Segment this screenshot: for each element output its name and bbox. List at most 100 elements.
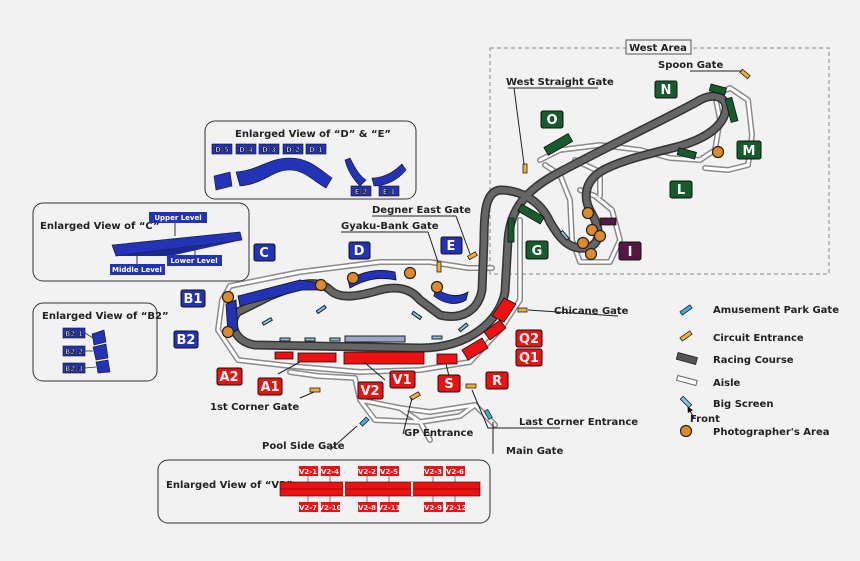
svg-text:V2: V2 <box>360 384 379 399</box>
inset-c-title: Enlarged View of “C” <box>40 221 160 232</box>
svg-text:V1: V1 <box>392 373 411 388</box>
inset-v2-title: Enlarged View of “V2” <box>166 480 293 491</box>
stand-q1-badge[interactable]: Q1 <box>515 348 543 367</box>
svg-text:V2-12: V2-12 <box>444 504 467 512</box>
svg-text:Front: Front <box>690 414 720 425</box>
stand-m-badge[interactable]: M <box>736 140 762 160</box>
svg-text:Amusement Park Gate: Amusement Park Gate <box>713 305 839 316</box>
svg-text:B2: B2 <box>177 333 196 348</box>
stand-i-block <box>599 217 617 226</box>
svg-text:E-2: E-2 <box>355 188 368 196</box>
svg-text:Aisle: Aisle <box>713 378 741 389</box>
legend-amusement-park-gate: Amusement Park Gate <box>679 304 839 316</box>
stand-v1-badge[interactable]: V1 <box>389 370 416 389</box>
svg-text:Lower Level: Lower Level <box>170 257 217 265</box>
leader-lines <box>277 70 742 454</box>
inset-v2: Enlarged View of “V2” V2-1 V2-4 V2-2 V2-… <box>157 459 491 524</box>
inset-b2-title: Enlarged View of “B2” <box>42 311 169 322</box>
stand-b1-badge[interactable]: B1 <box>180 289 206 308</box>
stand-s-badge[interactable]: S <box>437 374 461 393</box>
svg-text:B2-1: B2-1 <box>65 330 83 338</box>
inset-b2: Enlarged View of “B2” B2-1 B2-2 B2-3 <box>32 302 169 382</box>
last-corner-entrance-label: Last Corner Entrance <box>519 417 638 428</box>
svg-text:L: L <box>677 183 685 198</box>
svg-text:S: S <box>444 377 453 392</box>
svg-text:G: G <box>532 244 543 259</box>
svg-text:D-2: D-2 <box>286 146 300 154</box>
svg-text:B2-3: B2-3 <box>65 365 83 373</box>
svg-text:B2-2: B2-2 <box>65 348 83 356</box>
svg-text:Upper Level: Upper Level <box>154 214 201 222</box>
stand-c-badge[interactable]: C <box>253 243 276 262</box>
stand-a2-badge[interactable]: A2 <box>216 367 243 386</box>
inset-c: Enlarged View of “C” Upper Level Middle … <box>32 202 250 282</box>
stand-a1-badge[interactable]: A1 <box>257 377 283 396</box>
svg-text:V2-10: V2-10 <box>319 504 342 512</box>
svg-text:E: E <box>447 239 456 254</box>
svg-text:A2: A2 <box>219 370 238 385</box>
svg-text:Circuit Entrance: Circuit Entrance <box>713 333 804 344</box>
west-area-title: West Area <box>629 43 687 54</box>
degner-east-gate-label: Degner East Gate <box>372 205 471 216</box>
legend-circuit-entrance: Circuit Entrance <box>679 330 804 344</box>
svg-text:V2-9: V2-9 <box>424 504 442 512</box>
svg-text:V2-2: V2-2 <box>358 468 376 476</box>
svg-text:Middle Level: Middle Level <box>112 266 162 274</box>
svg-text:V2-3: V2-3 <box>424 468 442 476</box>
svg-text:D: D <box>354 244 365 259</box>
legend: Amusement Park Gate Circuit Entrance Rac… <box>675 304 839 438</box>
svg-text:Big Screen: Big Screen <box>713 399 773 410</box>
stand-i-badge[interactable]: I <box>618 241 642 261</box>
stand-e-badge[interactable]: E <box>440 236 463 255</box>
svg-text:N: N <box>661 83 672 98</box>
svg-text:V2-1: V2-1 <box>299 468 317 476</box>
svg-text:V2-7: V2-7 <box>299 504 317 512</box>
svg-text:O: O <box>546 113 557 128</box>
big-screens <box>261 229 570 343</box>
stand-v2-badge[interactable]: V2 <box>357 381 384 400</box>
legend-aisle: Aisle <box>675 374 741 389</box>
svg-text:D-5: D-5 <box>215 146 229 154</box>
west-straight-gate-label: West Straight Gate <box>506 77 614 88</box>
legend-big-screen: Big Screen Front <box>679 395 773 425</box>
svg-text:E-1: E-1 <box>383 188 396 196</box>
svg-text:V2-11: V2-11 <box>378 504 401 512</box>
gp-entrance-label: GP Entrance <box>404 428 473 439</box>
red-stands <box>274 297 517 365</box>
legend-racing-course: Racing Course <box>675 352 794 366</box>
svg-text:V2-5: V2-5 <box>380 468 398 476</box>
svg-text:A1: A1 <box>260 380 279 395</box>
stand-d-badge[interactable]: D <box>348 241 371 260</box>
stand-q2-badge[interactable]: Q2 <box>515 329 543 348</box>
svg-text:I: I <box>628 245 633 260</box>
stand-badges: B1 B2 C D E A2 A1 V2 V1 S R Q1 Q2 G I O … <box>173 80 762 400</box>
stand-r-badge[interactable]: R <box>485 371 509 390</box>
stand-l-badge[interactable]: L <box>669 180 693 199</box>
inset-de-title: Enlarged View of “D” & “E” <box>235 129 391 140</box>
photographer-areas <box>221 145 725 339</box>
svg-text:Racing Course: Racing Course <box>713 355 794 366</box>
svg-text:D-1: D-1 <box>309 146 323 154</box>
spoon-gate-label: Spoon Gate <box>658 60 723 71</box>
svg-text:V2-4: V2-4 <box>321 468 339 476</box>
pool-side-gate-label: Pool Side Gate <box>262 441 345 452</box>
stand-n-badge[interactable]: N <box>654 80 678 99</box>
svg-text:D-3: D-3 <box>262 146 276 154</box>
svg-text:Q1: Q1 <box>519 351 539 366</box>
gate-labels: Spoon Gate West Straight Gate Degner Eas… <box>210 60 723 457</box>
stand-o-badge[interactable]: O <box>540 110 564 129</box>
stand-b2-badge[interactable]: B2 <box>173 330 199 349</box>
blue-stands <box>225 270 469 335</box>
main-gate-label: Main Gate <box>506 446 563 457</box>
svg-text:D-4: D-4 <box>239 146 253 154</box>
svg-text:V2-6: V2-6 <box>446 468 464 476</box>
svg-text:B1: B1 <box>184 292 203 307</box>
chicane-gate-label: Chicane Gate <box>554 306 629 317</box>
stand-g-badge[interactable]: G <box>525 240 549 260</box>
svg-text:Q2: Q2 <box>519 332 539 347</box>
svg-text:V2-8: V2-8 <box>358 504 376 512</box>
svg-text:R: R <box>492 374 502 389</box>
inset-d-e: Enlarged View of “D” & “E” D-5 D-4 D-3 D… <box>204 120 417 200</box>
svg-text:Photographer's Area: Photographer's Area <box>713 427 830 438</box>
